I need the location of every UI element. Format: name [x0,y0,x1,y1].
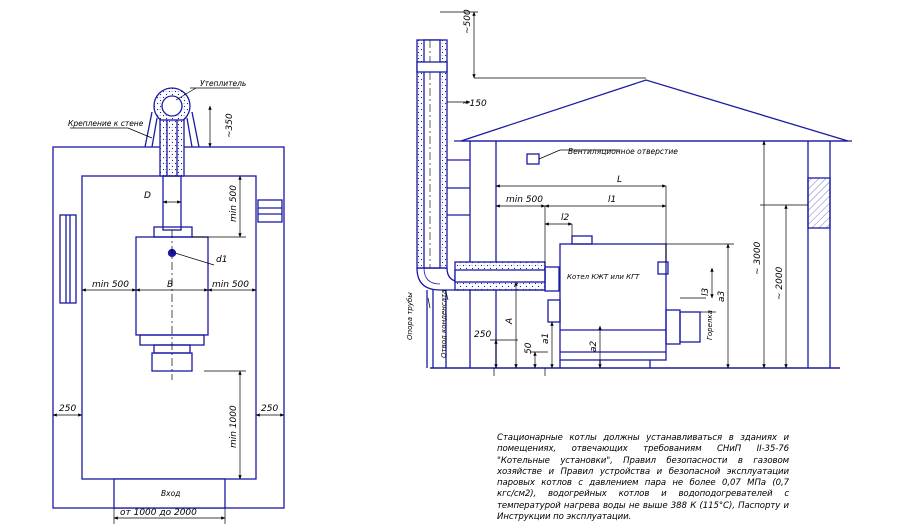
dim-a2: a2 [589,340,599,352]
label-pipe-support: Опора трубы [406,292,414,340]
chimney-elbow [144,87,200,177]
label-burner: Горелка [706,310,714,340]
label-entrance: Вход [161,489,180,498]
label-condensate: Отвод конденсата [440,290,448,358]
dim-B: B [167,280,173,290]
section-dimensions [427,11,808,376]
dim-50: 50 [524,342,534,354]
dim-a1: a1 [541,333,551,344]
plan-dimensions [52,87,285,524]
dim-l3: l3 [701,287,711,296]
door-opening [113,478,226,509]
dim-150: ~150 [462,99,487,109]
dim-D: D [144,191,151,201]
section-labels: ~500 ~150 Вентиляционное отверстие L l1 … [406,9,785,358]
dim-min500-right: min 500 [212,280,249,290]
dim-l2: l2 [561,213,570,223]
dim-d1: d1 [216,255,227,265]
plan-view [52,87,285,509]
chimney-stack [416,39,546,368]
dim-min1000: min 1000 [229,405,239,448]
dim-min500-left: min 500 [92,280,129,290]
roof [454,79,852,142]
dim-L: L [617,175,622,185]
ventilation-hole [526,153,540,165]
boiler-side [544,235,701,368]
label-insulation: Утеплитель [200,79,246,88]
dim-A: A [505,318,515,325]
dim-500-top: ~500 [463,9,473,34]
dim-width-range: от 1000 до 2000 [120,508,197,518]
dim-min500-top: min 500 [229,185,239,222]
dim-2000: ~ 2000 [775,266,785,300]
dim-250-section: 250 [474,330,491,340]
label-boiler: Котел КЖТ или КГТ [567,273,640,281]
dim-250-right: 250 [261,404,278,414]
dim-l1: l1 [608,195,616,205]
label-wall-mount: Крепление к стене [68,119,144,128]
building-walls [430,141,840,369]
room-outer-wall [52,146,285,509]
flue-pipe [162,175,182,231]
dim-min500-section: min 500 [506,195,543,205]
section-view [416,39,852,369]
dim-a3: a3 [717,290,727,302]
dim-250-left: 250 [59,404,76,414]
left-window [59,214,77,304]
right-window [257,199,283,223]
plan-labels: Утеплитель Крепление к стене ~350 D min … [59,79,278,518]
dim-3000: ~ 3000 [753,241,763,275]
installation-note: Стационарные котлы должны устанавливатьс… [497,433,789,523]
dim-350: ~350 [225,113,235,138]
label-vent: Вентиляционное отверстие [568,147,678,156]
